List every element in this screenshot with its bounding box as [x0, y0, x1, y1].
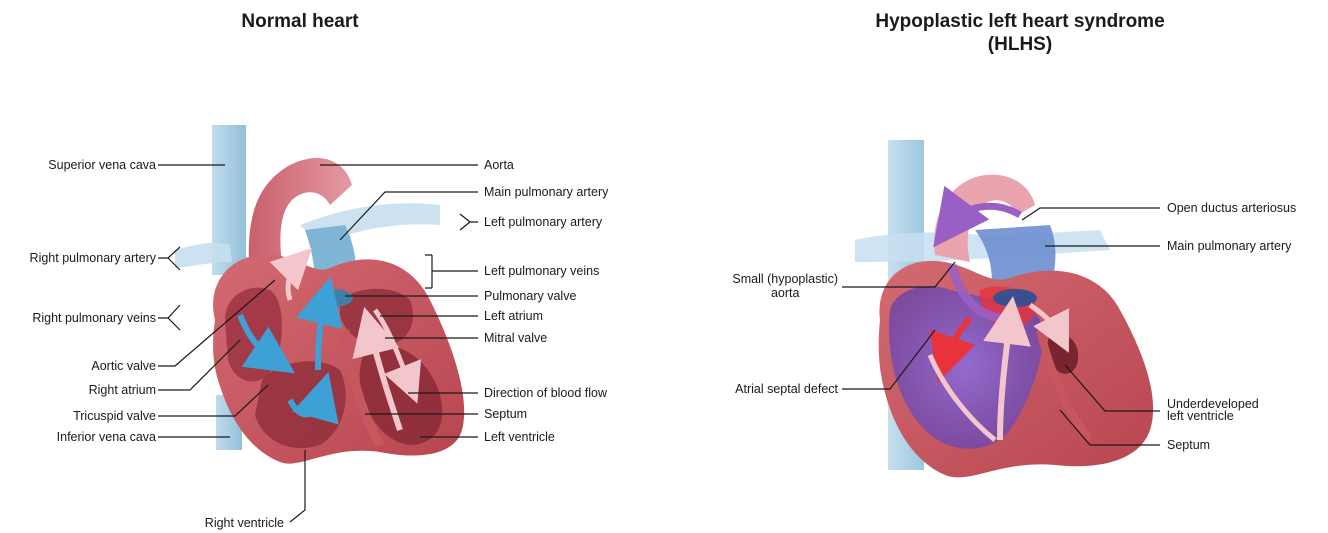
label-underdeveloped-left-ventricle: Underdeveloped left ventricle [1167, 398, 1259, 422]
leader-open-ductus-arteriosus [1022, 208, 1160, 220]
label-right-pulmonary-veins: Right pulmonary veins [32, 311, 156, 325]
label-right-atrium: Right atrium [89, 383, 156, 397]
right-atrium-chamber [225, 288, 282, 382]
label-aorta: Aorta [484, 158, 514, 172]
label-atrial-septal-defect: Atrial septal defect [735, 382, 838, 396]
label-septum: Septum [484, 407, 527, 421]
leader-left-pulmonary-artery [460, 214, 478, 230]
label-right-ventricle: Right ventricle [205, 516, 284, 530]
normal-heart-illustration [158, 125, 478, 522]
label-hlhs-septum: Septum [1167, 438, 1210, 452]
leader-right-pulmonary-veins [158, 305, 180, 330]
pulmonary-valve-shape [313, 289, 353, 307]
label-inferior-vena-cava: Inferior vena cava [57, 430, 156, 444]
label-hlhs-main-pulmonary-artery: Main pulmonary artery [1167, 239, 1291, 253]
label-small-hypoplastic-aorta: Small (hypoplastic) aorta [732, 272, 838, 300]
label-mitral-valve: Mitral valve [484, 331, 547, 345]
label-left-atrium: Left atrium [484, 309, 543, 323]
label-left-pulmonary-artery: Left pulmonary artery [484, 215, 602, 229]
label-small-aorta-line2: aorta [732, 286, 838, 300]
label-pulmonary-valve: Pulmonary valve [484, 289, 576, 303]
leader-left-pulmonary-veins [425, 255, 478, 288]
label-underdeveloped-line2: left ventricle [1167, 410, 1259, 422]
label-left-pulmonary-veins: Left pulmonary veins [484, 264, 599, 278]
hlhs-pulmonary-valve-shape [993, 289, 1037, 307]
label-main-pulmonary-artery: Main pulmonary artery [484, 185, 608, 199]
label-superior-vena-cava: Superior vena cava [48, 158, 156, 172]
label-tricuspid-valve: Tricuspid valve [73, 409, 156, 423]
label-left-ventricle: Left ventricle [484, 430, 555, 444]
label-aortic-valve: Aortic valve [91, 359, 156, 373]
label-right-pulmonary-artery: Right pulmonary artery [30, 251, 156, 265]
hlhs-heart-illustration [842, 140, 1160, 477]
label-direction-of-blood-flow: Direction of blood flow [484, 386, 607, 400]
label-small-aorta-line1: Small (hypoplastic) [732, 272, 838, 286]
label-open-ductus-arteriosus: Open ductus arteriosus [1167, 201, 1296, 215]
